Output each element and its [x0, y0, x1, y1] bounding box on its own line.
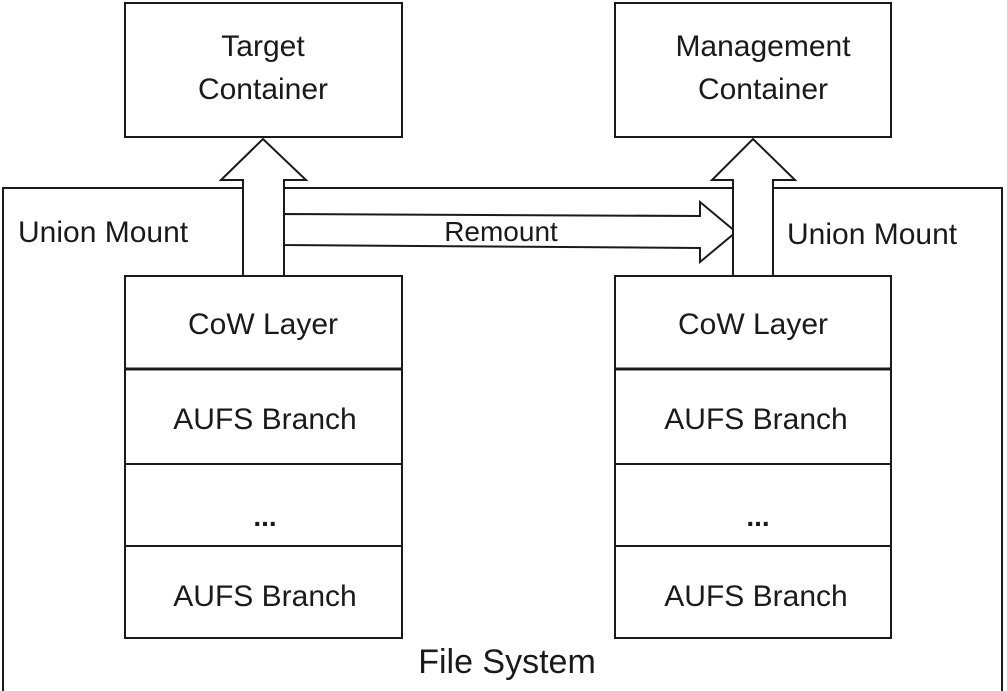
right-cow-layer-label: CoW Layer [678, 308, 828, 341]
right-aufs-branch-bottom-label: AUFS Branch [664, 580, 847, 613]
management-container-title-line2: Container [698, 73, 828, 106]
left-layer-stack: CoW Layer AUFS Branch ... AUFS Branch [124, 275, 403, 639]
file-system-frame [2, 187, 1003, 691]
management-container-title-line1: Management [675, 30, 851, 63]
right-union-mount-label: Union Mount [787, 218, 958, 251]
target-container-title-line2: Container [198, 73, 328, 106]
right-layer-stack: CoW Layer AUFS Branch ... AUFS Branch [614, 275, 892, 639]
target-container-title-line1: Target [221, 30, 305, 63]
left-aufs-branch-label: AUFS Branch [173, 403, 356, 436]
management-container: Management Container [614, 2, 892, 138]
right-aufs-branch-label: AUFS Branch [664, 403, 847, 436]
remount-label: Remount [444, 216, 558, 247]
left-union-mount-label: Union Mount [18, 216, 189, 249]
right-up-arrow [709, 137, 798, 276]
right-ellipsis-label: ... [746, 501, 769, 532]
left-aufs-branch-bottom-label: AUFS Branch [173, 580, 356, 613]
file-system-label: File System [418, 643, 596, 681]
left-up-arrow [218, 137, 309, 276]
left-cow-layer-label: CoW Layer [188, 308, 338, 341]
left-ellipsis-label: ... [253, 501, 276, 532]
target-container: Target Container [124, 2, 403, 138]
remount-arrow [283, 199, 738, 265]
